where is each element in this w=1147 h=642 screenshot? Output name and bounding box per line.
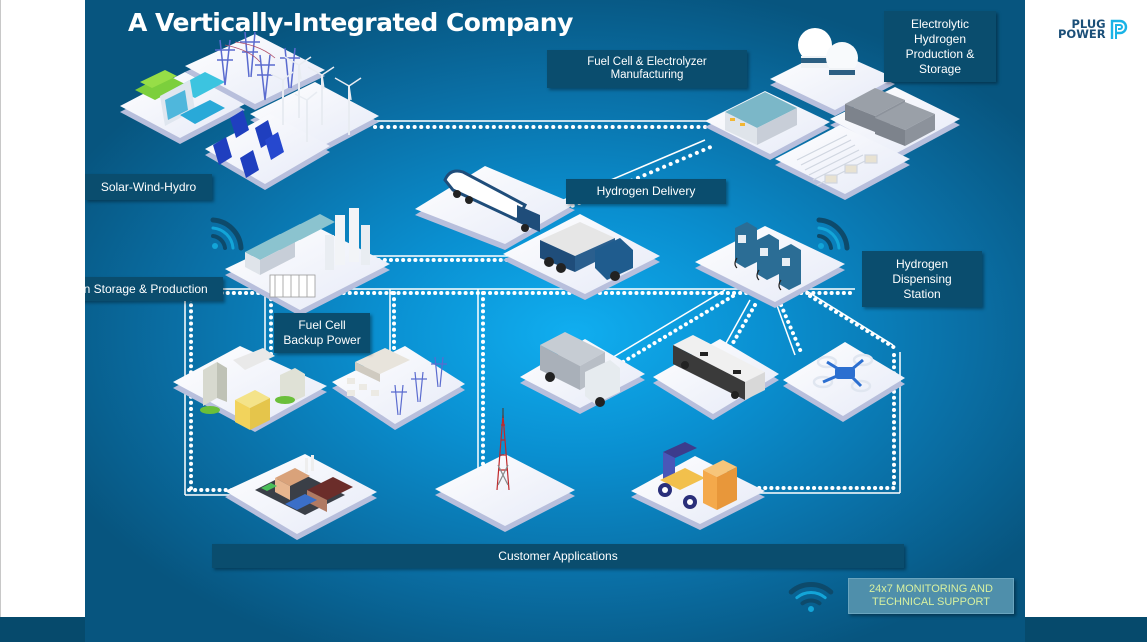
wifi-signal-icon	[788, 582, 834, 612]
wifi-signal-icon	[210, 217, 244, 251]
cell-tower-icon	[496, 408, 510, 491]
forklift-icon	[658, 442, 737, 510]
hydro-dam-icon	[135, 70, 225, 126]
tile-datacenter	[332, 346, 465, 430]
left-margin	[0, 0, 85, 617]
plug-power-p-icon	[1110, 19, 1127, 39]
datacenter-icon	[347, 348, 447, 416]
factory-icon	[725, 92, 797, 145]
plug-power-logo: PLUG POWER	[1058, 18, 1129, 40]
label-customer-applications: Customer Applications	[212, 544, 904, 568]
wind-turbine-icon	[270, 56, 362, 142]
label-fuel-cell-manufacturing: Fuel Cell & Electrolyzer Manufacturing	[547, 50, 747, 88]
slide-canvas: A Vertically-Integrated Company Solar-Wi…	[85, 0, 1025, 642]
buildings-icon	[200, 348, 305, 430]
tile-pylons	[185, 34, 325, 110]
box-truck-icon	[540, 332, 620, 407]
wifi-signal-icon	[816, 217, 850, 251]
label-fuel-cell-backup-power: Fuel Cell Backup Power	[274, 313, 370, 353]
tile-storage-site	[225, 226, 390, 316]
label-hydrogen-storage-production: Hydrogen Storage & Production	[85, 277, 223, 301]
container-icon	[845, 88, 935, 146]
pylon-icon	[215, 31, 300, 101]
storage-plant-icon	[245, 208, 370, 298]
sphere-tank-icon	[798, 28, 858, 80]
label-hydrogen-dispensing-station: Hydrogen Dispensing Station	[862, 251, 982, 307]
tile-solar	[205, 114, 330, 190]
bus-icon	[673, 335, 765, 400]
fuel-dispenser-icon	[734, 222, 801, 291]
electrolyzer-icon	[796, 134, 878, 186]
right-margin	[1025, 0, 1147, 617]
factory-complex-icon	[255, 455, 353, 515]
slide-title: A Vertically-Integrated Company	[128, 8, 573, 37]
tanker-truck-icon	[443, 169, 540, 232]
tile-tower	[435, 454, 575, 532]
label-monitoring-support: 24x7 MONITORING AND TECHNICAL SUPPORT	[848, 578, 1014, 614]
delivery-truck-icon	[540, 222, 633, 281]
drone-icon	[812, 353, 874, 393]
solar-panel-icon	[213, 110, 284, 178]
label-electrolytic-hydrogen: Electrolytic Hydrogen Production & Stora…	[884, 11, 996, 82]
label-hydrogen-delivery: Hydrogen Delivery	[566, 179, 726, 204]
objects-layer	[135, 28, 935, 515]
label-solar-wind-hydro: Solar-Wind-Hydro	[85, 174, 212, 200]
logo-wordmark: PLUG POWER	[1058, 17, 1106, 41]
